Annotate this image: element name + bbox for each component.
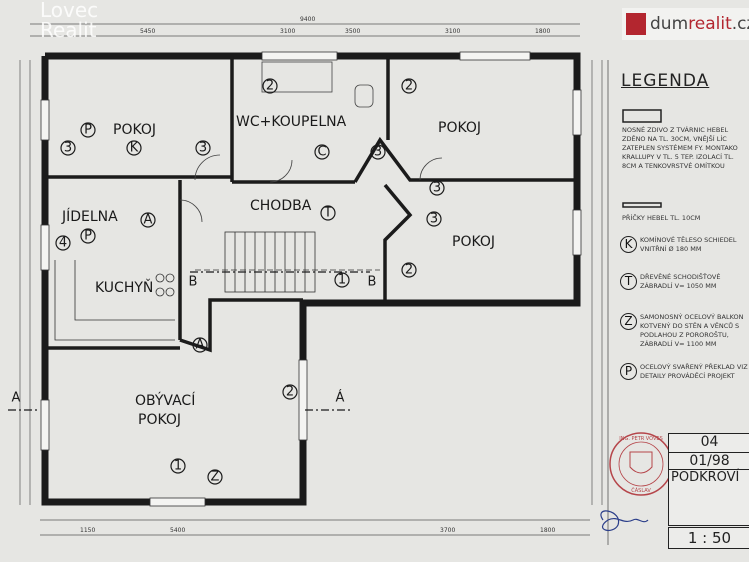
marker-p: P [84, 229, 92, 244]
bathroom-fixtures [261, 61, 374, 108]
logo-text: dumrealit.cz [650, 14, 749, 34]
dimension: 1800 [535, 28, 550, 35]
dimension: 1150 [80, 527, 95, 534]
legend-symbol-p: P [620, 363, 637, 380]
marker-4: 4 [59, 236, 67, 251]
marker-z-balcony: Z [211, 470, 220, 485]
legend-item-balcony: Samonosný ocelový balkon kotvený do stěn… [640, 313, 744, 348]
marker-3: 3 [64, 141, 72, 156]
marker-2: 2 [286, 385, 294, 400]
legend-title: LEGENDA [621, 71, 710, 91]
legend-symbol-k: K [620, 236, 637, 253]
room-label-pokoj: POKOJ [438, 120, 481, 136]
room-label-chodba: CHODBA [250, 198, 312, 214]
logo-text: Realit [40, 18, 97, 42]
windows [40, 51, 582, 507]
dimension-lines [19, 23, 603, 536]
dimension: 3700 [440, 527, 455, 534]
legend-item-lintel: Ocelový svařený překlad viz detaily prov… [640, 363, 748, 380]
logo-suffix: .cz [731, 14, 749, 34]
legend-symbol-z: Z [620, 313, 637, 330]
drawing-title: PODKROVÍ [668, 469, 749, 526]
marker-a: A [196, 338, 205, 353]
room-label-obyvaci: OBÝVACÍ [135, 392, 195, 409]
logo-text: Lovec [40, 0, 99, 22]
marker-2: 2 [405, 79, 413, 94]
drawing-date: 01/98 [668, 452, 749, 470]
section-lines [8, 271, 370, 411]
marker-1: 1 [174, 459, 182, 474]
legend-symbol-t: T [620, 273, 637, 290]
logo-prefix: dum [650, 14, 689, 34]
drawing-number: 04 [668, 433, 749, 453]
stamp-text-top: ING. PETR VOVES [619, 436, 663, 442]
room-label-obyvaci-pokoj: POKOJ [138, 412, 181, 428]
section-a-left-label: A [12, 391, 21, 406]
legend-item-railing: Dřevěné schodišťové zábradlí v= 1050 mm [640, 273, 721, 290]
dumrealit-logo: dumrealit.cz [622, 8, 749, 40]
marker-3: 3 [374, 145, 382, 160]
marker-k-chimney: K [130, 141, 139, 156]
kitchen-counter [54, 260, 175, 341]
marker-a: A [144, 213, 153, 228]
room-label-wc-koupelna: WC+KOUPELNA [236, 114, 347, 130]
dimension: 3500 [345, 28, 360, 35]
marker-3: 3 [430, 212, 438, 227]
legend-item-chimney: Komínové těleso Schiedel vnitřní ø 180 m… [640, 236, 737, 253]
load-bearing-wall-symbol [622, 109, 662, 123]
partition-wall-symbol [622, 202, 662, 208]
drawing-scale: 1 : 50 [668, 527, 749, 549]
legend-item-load-bearing: Nosné zdivo z tvárnic Hebel zděno na tl.… [622, 126, 738, 170]
room-label-jidelna: JÍDELNA [61, 208, 118, 225]
room-label-kuchyn: KUCHYŇ [95, 279, 153, 296]
room-label-pokoj: POKOJ [452, 234, 495, 250]
marker-3: 3 [433, 181, 441, 196]
room-label-pokoj: POKOJ [113, 122, 156, 138]
load-bearing-walls [41, 52, 581, 506]
house-icon [626, 13, 646, 35]
section-b-left-label: B [189, 275, 198, 290]
dimension: 3100 [445, 28, 460, 35]
marker-3: 3 [199, 141, 207, 156]
dimension: 9400 [300, 16, 315, 23]
marker-1: 1 [338, 273, 346, 288]
stamp-text-bottom: ČÁSLAV [631, 487, 651, 494]
top-dimensions: 5450 3100 3500 3100 1800 9400 1150 5400 … [80, 16, 555, 534]
legend-item-partition: Příčky Hebel tl. 10cm [622, 214, 701, 222]
marker-t-railing: T [323, 206, 332, 221]
signature [600, 510, 649, 532]
marker-2: 2 [405, 263, 413, 278]
dimension: 5400 [170, 527, 185, 534]
marker-circles [55, 78, 445, 485]
marker-2: 2 [266, 79, 274, 94]
section-a-right-label: Á [336, 390, 345, 406]
dimension: 1800 [540, 527, 555, 534]
dimension: 3100 [280, 28, 295, 35]
section-b-right-label: B [368, 275, 377, 290]
door-swings [179, 154, 443, 223]
lovec-realit-logo: Lovec Realit [2, 0, 98, 40]
marker-c: C [317, 145, 326, 160]
staircase [195, 231, 380, 293]
marker-p: P [84, 123, 92, 138]
dimension: 5450 [140, 28, 155, 35]
architect-stamp: ING. PETR VOVES ČÁSLAV [609, 432, 673, 496]
logo-brand: realit [688, 14, 732, 34]
